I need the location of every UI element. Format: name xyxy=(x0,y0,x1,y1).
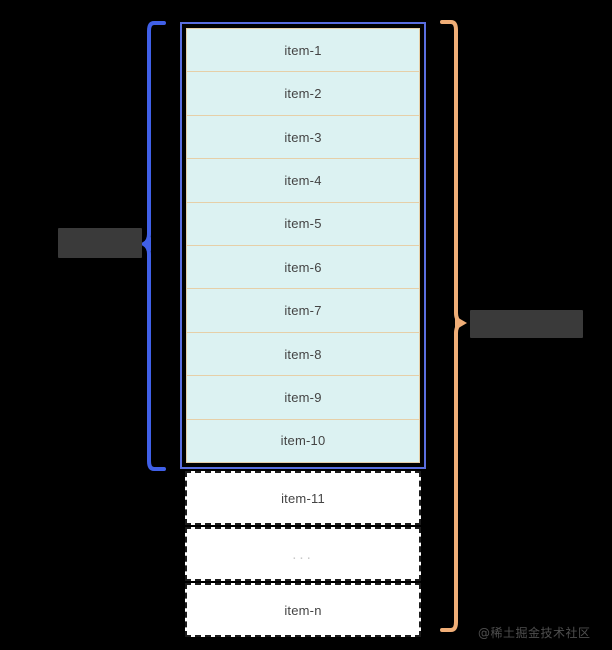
list-item-ellipsis: ... xyxy=(185,527,421,581)
visible-list-inner: item-1 item-2 item-3 item-4 item-5 item-… xyxy=(186,28,420,463)
list-item[interactable]: item-11 xyxy=(185,471,421,525)
list-item[interactable]: item-3 xyxy=(187,115,419,160)
total-range-bracket xyxy=(438,18,468,634)
list-item[interactable]: item-7 xyxy=(187,289,419,333)
visible-range-bracket xyxy=(140,20,166,472)
list-item[interactable]: item-1 xyxy=(187,29,419,73)
list-item[interactable]: item-6 xyxy=(187,246,419,290)
visible-range-bracket-arrow xyxy=(140,237,151,251)
total-range-bracket-arrow xyxy=(455,316,467,330)
total-range-label xyxy=(470,310,583,338)
list-item[interactable]: item-n xyxy=(185,583,421,637)
list-item[interactable]: item-2 xyxy=(187,72,419,116)
total-range-bracket-svg xyxy=(440,20,467,632)
visible-range-bracket-svg xyxy=(140,21,166,471)
list-item[interactable]: item-5 xyxy=(187,202,419,247)
list-item[interactable]: item-8 xyxy=(187,332,419,377)
visible-list-window[interactable]: item-1 item-2 item-3 item-4 item-5 item-… xyxy=(180,22,426,469)
list-item[interactable]: item-9 xyxy=(187,376,419,420)
list-item[interactable]: item-10 xyxy=(187,419,419,463)
list-item[interactable]: item-4 xyxy=(187,159,419,203)
watermark: @稀土掘金技术社区 xyxy=(478,626,591,640)
visible-range-label xyxy=(58,228,142,258)
hidden-list: item-11 ... item-n xyxy=(185,471,421,639)
